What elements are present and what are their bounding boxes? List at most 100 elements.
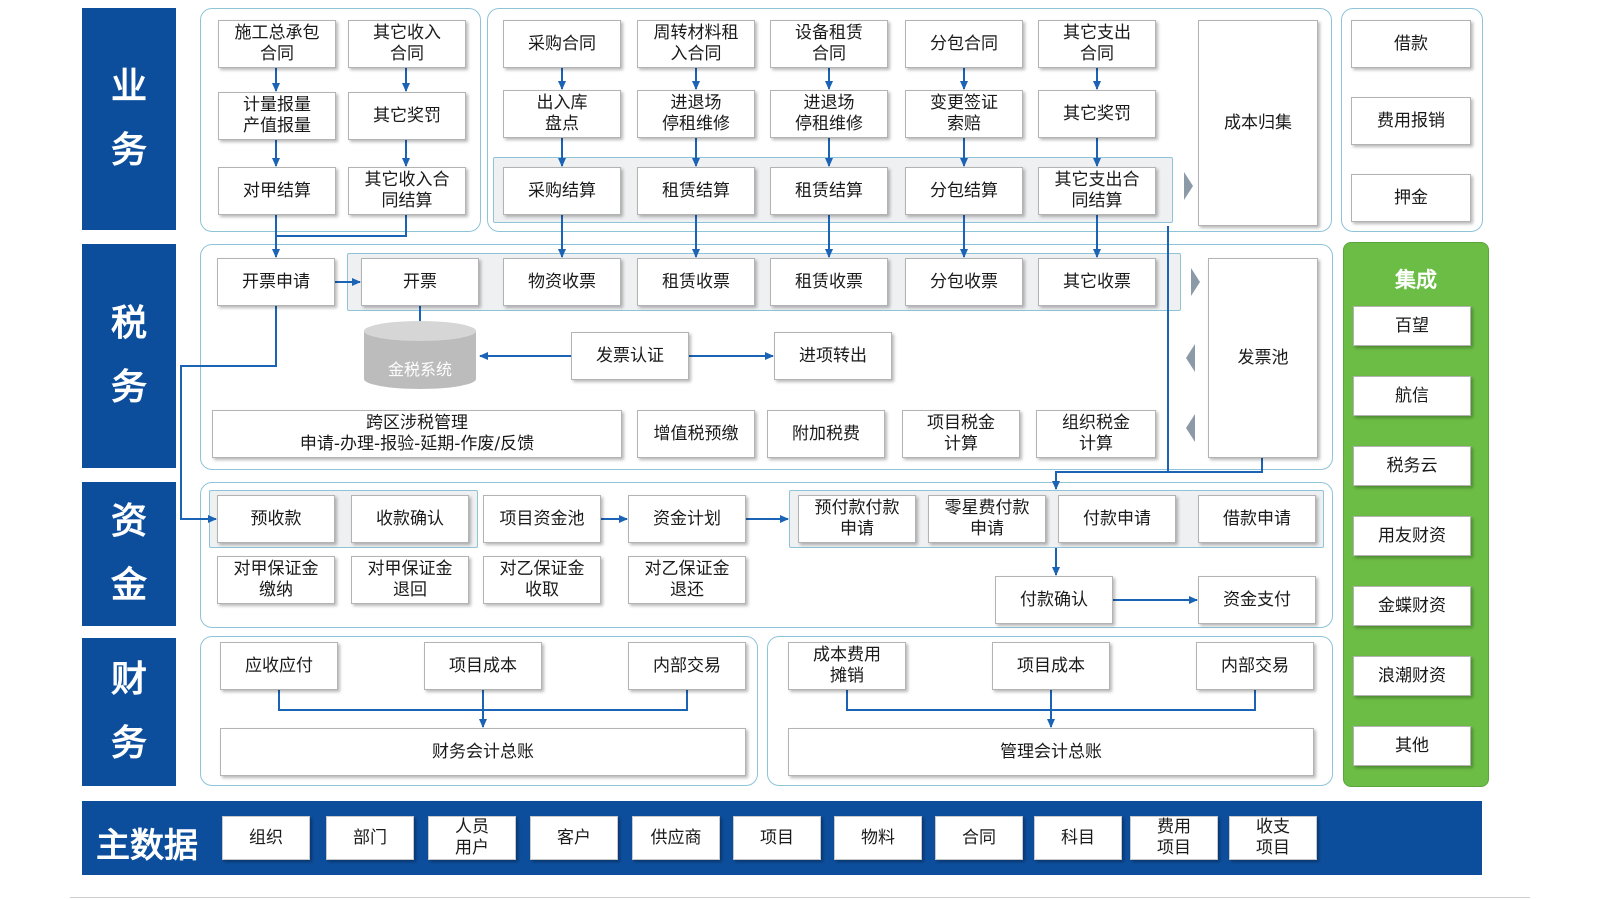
business-cost-contract-box: 设备租赁 合同 [770,20,888,68]
business-cost-contract-box: 周转材料租 入合同 [637,20,755,68]
master-data-item: 供应商 [632,816,720,860]
deposit-box: 对乙保证金 退还 [628,556,746,604]
input-transfer-box: 进项转出 [774,332,892,380]
invoice-row-box: 租赁收票 [637,258,755,306]
accounting-ledger-box: 财务会计总账 [220,728,746,776]
project-tax-box: 项目税金 计算 [902,410,1020,458]
fund-payment-box: 资金支付 [1198,576,1316,624]
payment-request-box: 零星费付款 申请 [928,495,1046,543]
invoice-row-box: 其它收票 [1038,258,1156,306]
connector-line [1168,458,1263,473]
master-data-item: 物料 [834,816,922,860]
connector-line [276,215,407,237]
payment-request-box: 借款申请 [1198,495,1316,543]
golden-tax-cylinder-top [364,321,476,341]
receipt-box: 预收款 [217,495,335,543]
business-other-box: 借款 [1351,20,1471,68]
master-data-item: 合同 [935,816,1023,860]
connector-arrow [1052,226,1169,490]
golden-tax-label: 金税系统 [387,360,452,379]
connector-arrow [180,306,277,523]
finance-management-item-box: 成本费用 摊销 [788,642,906,690]
management-ledger-box: 管理会计总账 [788,728,1314,776]
business-cost-process-box: 进退场 停租维修 [770,90,888,138]
payment-request-box: 付款申请 [1058,495,1176,543]
flow-direction-triangle [1184,172,1193,200]
business-cost-contract-box: 其它支出 合同 [1038,20,1156,68]
deposit-box: 对甲保证金 缴纳 [217,556,335,604]
integration-item-box: 其他 [1353,726,1471,766]
deposit-box: 对甲保证金 退回 [351,556,469,604]
surcharge-box: 附加税费 [767,410,885,458]
receipt-box: 收款确认 [351,495,469,543]
payment-request-box: 预付款付款 申请 [798,495,916,543]
business-cost-contract-box: 采购合同 [503,20,621,68]
master-data-item: 人员 用户 [428,816,516,860]
business-other-box: 费用报销 [1351,97,1471,145]
master-data-item: 客户 [530,816,618,860]
master-data-item: 项目 [733,816,821,860]
business-income-box: 对甲结算 [218,167,336,215]
org-tax-box: 组织税金 计算 [1036,410,1156,458]
flow-direction-triangle [1186,414,1195,442]
business-income-box: 计量报量 产值报量 [218,92,336,140]
invoice-row-box: 物资收票 [503,258,621,306]
deposit-box: 对乙保证金 收取 [483,556,601,604]
finance-management-item-box: 项目成本 [992,642,1110,690]
master-data-item: 收支 项目 [1229,816,1317,860]
invoice-row-box: 开票 [361,258,479,306]
invoice-pool-box: 发票池 [1208,258,1318,458]
business-cost-settlement-box: 租赁结算 [637,167,755,215]
vat-prepay-box: 增值税预缴 [637,410,755,458]
finance-accounting-item-box: 应收应付 [220,642,338,690]
project-fund-pool-box: 项目资金池 [483,495,601,543]
section-label-tax: 税 务 [82,244,176,468]
invoice-row-box: 租赁收票 [770,258,888,306]
payment-confirm-box: 付款确认 [995,576,1113,624]
finance-accounting-item-box: 内部交易 [628,642,746,690]
master-data-title: 主数据 [96,826,198,866]
master-data-item: 科目 [1034,816,1122,860]
integration-item-box: 百望 [1353,306,1471,346]
integration-item-box: 用友财资 [1353,516,1471,556]
flow-direction-triangle [1186,344,1195,372]
business-income-box: 其它奖罚 [348,92,466,140]
golden-tax-cylinder-base [364,369,476,389]
bottom-rule [70,897,1530,898]
business-other-box: 押金 [1351,174,1471,222]
master-data-item: 费用 项目 [1130,816,1218,860]
business-cost-process-box: 进退场 停租维修 [637,90,755,138]
invoice-auth-box: 发票认证 [571,332,689,380]
business-cost-settlement-box: 采购结算 [503,167,621,215]
integration-title: 集成 [1395,268,1437,292]
business-income-box: 施工总承包 合同 [218,20,336,68]
integration-item-box: 航信 [1353,376,1471,416]
business-cost-process-box: 出入库 盘点 [503,90,621,138]
master-data-item: 部门 [326,816,414,860]
business-income-box: 其它收入合 同结算 [348,167,466,215]
master-data-item: 组织 [222,816,310,860]
cost-collection-box: 成本归集 [1198,20,1318,226]
finance-accounting-item-box: 项目成本 [424,642,542,690]
business-cost-process-box: 变更签证 索赔 [905,90,1023,138]
business-cost-settlement-box: 分包结算 [905,167,1023,215]
section-label-finance: 财 务 [82,638,176,786]
invoice-request-box: 开票申请 [217,258,335,306]
business-cost-settlement-box: 其它支出合 同结算 [1038,167,1156,215]
cross-region-box: 跨区涉税管理 申请-办理-报验-延期-作废/反馈 [212,410,622,458]
integration-item-box: 税务云 [1353,446,1471,486]
fund-plan-box: 资金计划 [628,495,746,543]
section-label-capital: 资 金 [82,482,176,626]
business-cost-contract-box: 分包合同 [905,20,1023,68]
flow-direction-triangle [1191,268,1200,296]
business-cost-settlement-box: 租赁结算 [770,167,888,215]
invoice-row-box: 分包收票 [905,258,1023,306]
integration-item-box: 浪潮财资 [1353,656,1471,696]
finance-management-item-box: 内部交易 [1196,642,1314,690]
business-income-box: 其它收入 合同 [348,20,466,68]
section-label-business: 业 务 [82,8,176,230]
integration-item-box: 金蝶财资 [1353,586,1471,626]
business-cost-process-box: 其它奖罚 [1038,90,1156,138]
